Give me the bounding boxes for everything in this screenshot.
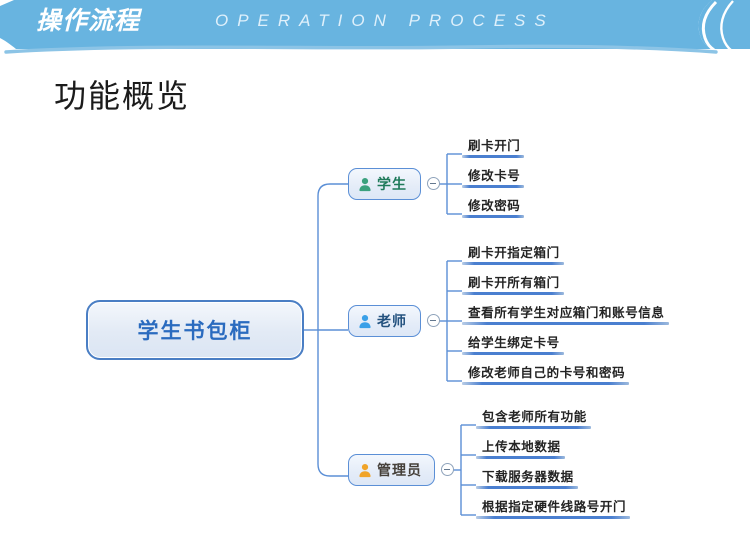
branch-node-teacher-label: 老师 [377, 313, 407, 329]
leaf-underline [462, 292, 564, 295]
root-node-student-locker[interactable]: 学生书包柜 [86, 300, 304, 360]
person-icon [359, 314, 371, 328]
collapse-toggle-student[interactable] [427, 177, 440, 190]
leaf-underline [462, 185, 525, 188]
leaf-item-label: 修改卡号 [468, 169, 521, 183]
banner-wave [4, 44, 718, 54]
leaf-underline [462, 352, 564, 355]
leaf-item[interactable]: 修改卡号 [462, 168, 525, 188]
header-banner: 操作流程 OPERATION PROCESS [0, 0, 750, 56]
leaf-underline [462, 215, 525, 218]
leaf-underline [476, 516, 631, 519]
banner-body [0, 0, 712, 49]
leaf-item[interactable]: 包含老师所有功能 [476, 409, 591, 429]
leaf-underline [476, 486, 578, 489]
leaf-item[interactable]: 修改老师自己的卡号和密码 [462, 365, 630, 385]
leaf-item-label: 上传本地数据 [482, 440, 561, 454]
leaf-item-label: 刷卡开指定箱门 [468, 246, 560, 260]
root-node-label: 学生书包柜 [137, 320, 253, 343]
leaf-underline [462, 382, 630, 385]
page-title: 功能概览 [54, 78, 191, 114]
leaf-item[interactable]: 根据指定硬件线路号开门 [476, 499, 631, 519]
leaf-item-label: 包含老师所有功能 [482, 410, 587, 424]
leaf-underline [476, 456, 565, 459]
branch-node-student-label: 学生 [377, 176, 407, 192]
leaf-item-label: 下载服务器数据 [482, 470, 574, 484]
leaf-item-label: 刷卡开门 [468, 139, 521, 153]
leaf-item-label: 查看所有学生对应箱门和账号信息 [468, 306, 665, 320]
person-icon [359, 463, 371, 477]
leaf-item[interactable]: 刷卡开指定箱门 [462, 245, 564, 265]
leaf-item[interactable]: 刷卡开门 [462, 138, 525, 158]
leaf-underline [476, 426, 591, 429]
branch-node-student[interactable]: 学生 [348, 168, 421, 200]
leaf-underline [462, 262, 564, 265]
banner-subtitle: OPERATION PROCESS [215, 11, 555, 30]
banner-shape [0, 0, 750, 54]
edge-trunk-vertical [317, 183, 348, 477]
leaf-item[interactable]: 上传本地数据 [476, 439, 565, 459]
leaf-item-label: 根据指定硬件线路号开门 [482, 500, 627, 514]
collapse-toggle-admin[interactable] [441, 463, 454, 476]
banner-tail [698, 0, 750, 49]
branch-node-teacher[interactable]: 老师 [348, 305, 421, 337]
person-icon [359, 177, 371, 191]
leaf-item-label: 刷卡开所有箱门 [468, 276, 560, 290]
banner-title: 操作流程 [36, 7, 141, 35]
leaf-item[interactable]: 下载服务器数据 [476, 469, 578, 489]
leaf-item[interactable]: 给学生绑定卡号 [462, 335, 564, 355]
branch-node-admin[interactable]: 管理员 [348, 454, 435, 486]
mindmap-canvas: 学生书包柜 学生 老师 管理员 刷卡开门 修改卡号 修改密码 [0, 120, 750, 540]
branch-node-admin-label: 管理员 [377, 462, 422, 478]
leaf-item[interactable]: 修改密码 [462, 198, 525, 218]
leaf-item-label: 给学生绑定卡号 [468, 336, 560, 350]
leaf-underline [462, 322, 669, 325]
leaf-item[interactable]: 刷卡开所有箱门 [462, 275, 564, 295]
banner-fold-crease-1 [701, 0, 718, 52]
leaf-item-label: 修改密码 [468, 199, 521, 213]
collapse-toggle-teacher[interactable] [427, 314, 440, 327]
leaf-underline [462, 155, 525, 158]
banner-fold-crease-2 [720, 0, 734, 52]
leaf-item[interactable]: 查看所有学生对应箱门和账号信息 [462, 305, 669, 325]
leaf-item-label: 修改老师自己的卡号和密码 [468, 366, 626, 380]
